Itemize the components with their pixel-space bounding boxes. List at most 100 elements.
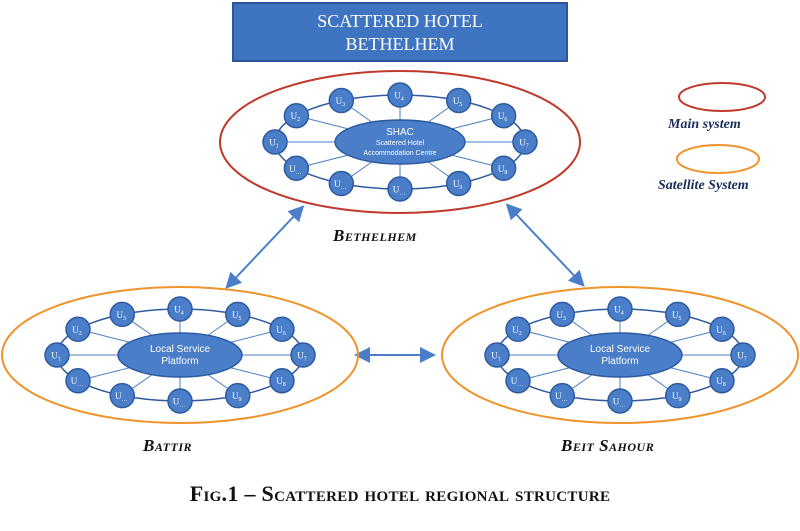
unit-node: U7 [512, 129, 538, 155]
unit-node: U1 [484, 342, 510, 368]
unit-node-circle [484, 342, 510, 368]
unit-node: U… [283, 155, 310, 182]
unit-node: U… [505, 367, 531, 394]
unit-node: U3 [109, 301, 136, 328]
unit-node: U9 [445, 170, 472, 197]
unit-node-circle [387, 82, 413, 108]
unit-node-label: U6 [276, 325, 286, 337]
unit-node-circle [709, 367, 735, 394]
unit-node-label: U8 [716, 376, 726, 388]
unit-node: U8 [269, 367, 295, 394]
unit-node: U1 [44, 342, 70, 368]
unit-node: U3 [549, 301, 576, 328]
unit-node-circle [505, 316, 531, 343]
center-platform [557, 332, 683, 378]
unit-node-label: U9 [672, 391, 682, 403]
unit-node-circle [224, 301, 251, 328]
unit-node-label: U4 [394, 91, 404, 103]
region-outline [441, 286, 799, 424]
unit-node-circle [664, 301, 691, 328]
unit-node-label: U5 [232, 310, 242, 322]
unit-node-circle [549, 301, 576, 328]
region-outline [219, 70, 581, 214]
unit-node-circle [224, 382, 251, 409]
unit-node-circle [167, 296, 193, 322]
arrow-bethlehem-beitsahour [505, 203, 585, 287]
unit-node-circle [65, 367, 91, 394]
unit-node-label: U6 [716, 325, 726, 337]
unit-node: U5 [664, 301, 691, 328]
unit-node-circle [44, 342, 70, 368]
unit-node: U2 [283, 102, 310, 129]
legend-satellite-swatch [676, 144, 760, 174]
unit-node-circle [65, 316, 91, 343]
region-name-beit-sahour: Beit Sahour [561, 436, 655, 455]
unit-node-circle [283, 155, 310, 182]
unit-node: U6 [269, 316, 295, 343]
center-text: Local Service [590, 344, 650, 355]
unit-node-label: U4 [174, 305, 184, 317]
unit-node-circle [445, 170, 472, 197]
unit-node-circle [512, 129, 538, 155]
unit-node: U9 [664, 382, 691, 409]
unit-node: U4 [387, 82, 413, 108]
unit-node: U1 [262, 129, 288, 155]
center-text: SHAC [386, 127, 414, 138]
unit-node: U… [387, 176, 413, 202]
unit-node-label: U3 [117, 310, 127, 322]
arrow-bethlehem-battir [225, 205, 305, 289]
unit-node-circle [664, 382, 691, 409]
legend-satellite-system-label: Satellite System [658, 178, 749, 193]
unit-node: U3 [328, 87, 355, 114]
center-text: Scattered Hotel [376, 140, 425, 147]
unit-node-label: U1 [51, 351, 61, 363]
figure-caption: Fig.1 – Scattered hotel regional structu… [189, 481, 611, 506]
unit-node-circle [505, 367, 531, 394]
unit-node-circle [607, 296, 633, 322]
unit-node-circle [709, 316, 735, 343]
unit-node-label: U7 [519, 138, 529, 150]
unit-node-circle [167, 388, 193, 414]
unit-node-circle [328, 170, 355, 197]
unit-node-circle [490, 155, 517, 182]
unit-node: U8 [490, 155, 517, 182]
unit-node-label: U5 [672, 310, 682, 322]
unit-node-circle [109, 301, 136, 328]
unit-node-circle [328, 87, 355, 114]
region-outline [1, 286, 359, 424]
unit-node-label: U9 [232, 391, 242, 403]
unit-node: U… [607, 388, 633, 414]
unit-node: U… [65, 367, 91, 394]
unit-node-label: U6 [498, 111, 508, 123]
unit-node-label: U2 [512, 325, 522, 337]
unit-node: U9 [224, 382, 251, 409]
unit-node: U… [549, 382, 576, 409]
unit-node-circle [109, 382, 136, 409]
center-text: Platform [161, 356, 198, 367]
title-line-2: BETHELHEM [345, 34, 455, 54]
unit-node: U7 [290, 342, 316, 368]
unit-node: U… [109, 382, 136, 409]
unit-node: U5 [224, 301, 251, 328]
unit-node-label: U2 [291, 111, 301, 123]
region-name-bethlehem: Bethelhem [333, 226, 417, 245]
unit-node-label: U4 [614, 305, 624, 317]
unit-node-label: U5 [453, 96, 463, 108]
unit-node: U6 [709, 316, 735, 343]
unit-node: U5 [445, 87, 472, 114]
center-platform [117, 332, 243, 378]
unit-node-circle [283, 102, 310, 129]
unit-node: U6 [490, 102, 517, 129]
unit-node: U… [328, 170, 355, 197]
center-platform [334, 119, 466, 165]
unit-node: U8 [709, 367, 735, 394]
unit-node-label: U8 [498, 164, 508, 176]
center-text: Accommodation Centre [363, 150, 436, 157]
unit-node-circle [387, 176, 413, 202]
unit-node: U2 [65, 316, 91, 343]
region-name-battir: Battir [143, 436, 193, 455]
